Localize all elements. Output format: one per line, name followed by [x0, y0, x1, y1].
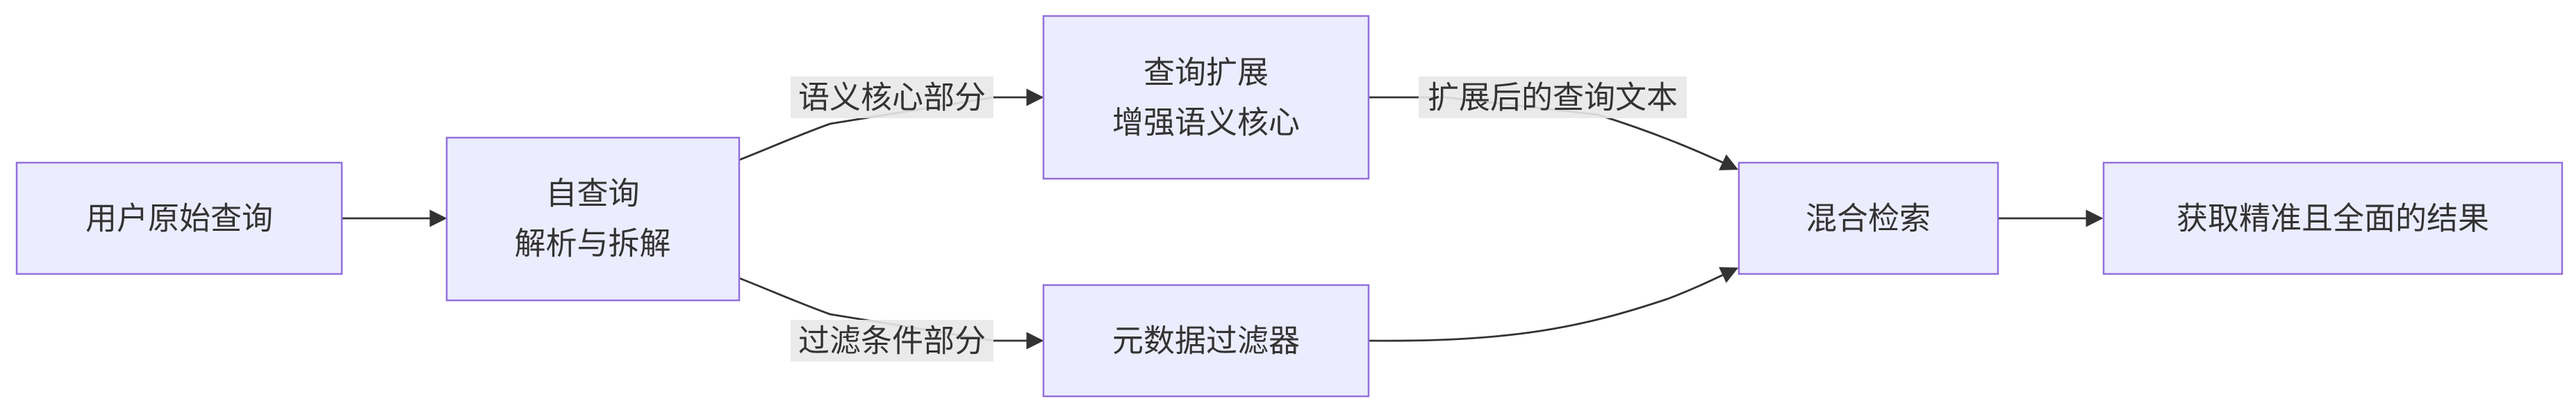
- node-result: 获取精准且全面的结果: [2102, 161, 2563, 275]
- node-result-label: 获取精准且全面的结果: [2177, 200, 2489, 237]
- edge-label-semantic-core: 语义核心部分: [791, 76, 993, 118]
- node-query-expand-line1: 查询扩展: [1143, 54, 1269, 91]
- edge-filter-to-hybrid: [1368, 267, 1739, 342]
- node-user-query: 用户原始查询: [15, 161, 343, 275]
- node-metadata-filter: 元数据过滤器: [1042, 284, 1370, 398]
- node-metadata-filter-label: 元数据过滤器: [1112, 323, 1300, 359]
- edge-selfquery-to-expand: [738, 88, 1044, 161]
- node-query-expand: 查询扩展 增强语义核心: [1042, 15, 1370, 180]
- edge-label-filter-condition: 过滤条件部分: [791, 320, 993, 362]
- node-query-expand-line2: 增强语义核心: [1112, 104, 1300, 141]
- node-hybrid-search: 混合检索: [1737, 161, 1999, 275]
- node-hybrid-search-label: 混合检索: [1806, 200, 1931, 237]
- edge-label-filter-condition-text: 过滤条件部分: [798, 323, 986, 359]
- nodes: 用户原始查询 自查询 解析与拆解 查询扩展 增强语义核心 元数据过滤器 混合检索…: [15, 15, 2563, 398]
- edge-label-expanded-text-text: 扩展后的查询文本: [1428, 79, 1678, 116]
- node-self-query: 自查询 解析与拆解: [445, 136, 741, 302]
- edge-label-semantic-core-text: 语义核心部分: [798, 79, 986, 116]
- edge-label-expanded-text: 扩展后的查询文本: [1419, 76, 1687, 118]
- edge-selfquery-to-filter: [738, 277, 1044, 350]
- node-self-query-line1: 自查询: [545, 175, 639, 212]
- node-user-query-label: 用户原始查询: [85, 200, 273, 237]
- node-self-query-line2: 解析与拆解: [514, 225, 670, 262]
- edge-labels: 语义核心部分 过滤条件部分 扩展后的查询文本: [791, 76, 1687, 362]
